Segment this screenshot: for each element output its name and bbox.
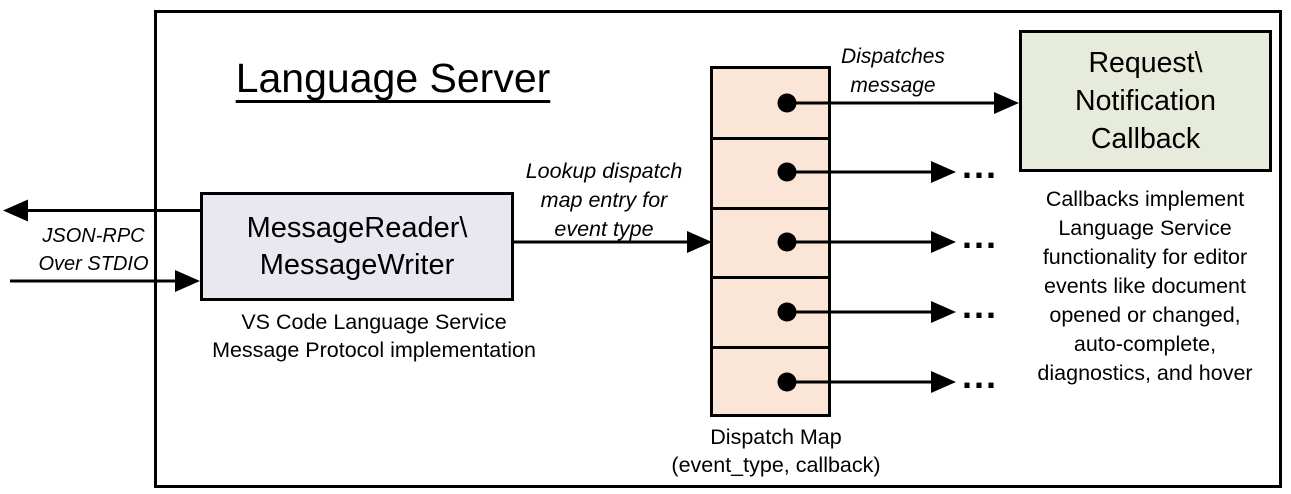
callbacks-note-line-7: diagnostics, and hover — [1037, 361, 1253, 385]
callbacks-note-line-5: opened or changed, — [1049, 303, 1241, 327]
dispatch-caption-line-2: (event_type, callback) — [671, 452, 881, 477]
language-server-boundary — [154, 10, 1282, 488]
request-notification-callback-box: Request\ Notification Callback — [1019, 30, 1272, 172]
callback-box-line-2: Notification — [1075, 85, 1216, 117]
reader-caption-line-1: VS Code Language Service — [241, 310, 507, 334]
diagram-title: Language Server — [235, 55, 551, 101]
callbacks-note-line-6: auto-complete, — [1073, 332, 1217, 356]
callback-box-line-3: Callback — [1090, 123, 1201, 155]
reader-box-caption: VS Code Language Service Message Protoco… — [174, 308, 574, 364]
dispatch-caption-line-1: Dispatch Map — [710, 425, 842, 449]
ellipsis-row-5: ... — [962, 355, 999, 396]
dispatch-map-divider-3 — [712, 276, 829, 280]
dispatches-label-line-1: Dispatches — [841, 45, 945, 68]
dispatches-label-line-2: message — [850, 74, 936, 97]
dispatch-map-caption: Dispatch Map (event_type, callback) — [651, 424, 901, 479]
reader-box-line-1: MessageReader\ — [246, 211, 468, 244]
ellipsis-row-2: ... — [962, 145, 999, 186]
callback-box-line-1: Request\ — [1088, 47, 1203, 79]
json-rpc-label: JSON-RPC Over STDIO — [13, 222, 174, 278]
json-rpc-label-line-1: JSON-RPC — [42, 225, 145, 247]
json-rpc-label-line-2: Over STDIO — [38, 253, 149, 275]
lookup-label-line-1: Lookup dispatch — [525, 159, 683, 183]
dispatch-map-box — [710, 66, 831, 417]
callbacks-note: Callbacks implement Language Service fun… — [1020, 185, 1270, 388]
reader-caption-line-2: Message Protocol implementation — [212, 338, 536, 362]
callbacks-note-line-2: Language Service — [1058, 216, 1232, 240]
message-reader-writer-box: MessageReader\ MessageWriter — [200, 192, 514, 301]
lookup-label-line-3: event type — [554, 217, 654, 241]
dispatch-map-divider-2 — [712, 206, 829, 210]
arrow-stdio-out-head — [3, 199, 28, 222]
reader-box-line-2: MessageWriter — [259, 248, 455, 281]
dispatch-map-divider-1 — [712, 137, 829, 141]
callbacks-note-line-4: events like document — [1044, 274, 1246, 298]
ellipsis-row-3: ... — [962, 215, 999, 256]
lookup-label-line-2: map entry for — [540, 188, 668, 212]
lookup-dispatch-label: Lookup dispatch map entry for event type — [504, 157, 704, 244]
dispatch-map-divider-4 — [712, 345, 829, 349]
ellipsis-row-4: ... — [962, 285, 999, 326]
dispatches-message-label: Dispatches message — [813, 42, 973, 100]
callbacks-note-line-3: functionality for editor — [1042, 245, 1248, 269]
callbacks-note-line-1: Callbacks implement — [1045, 187, 1245, 211]
